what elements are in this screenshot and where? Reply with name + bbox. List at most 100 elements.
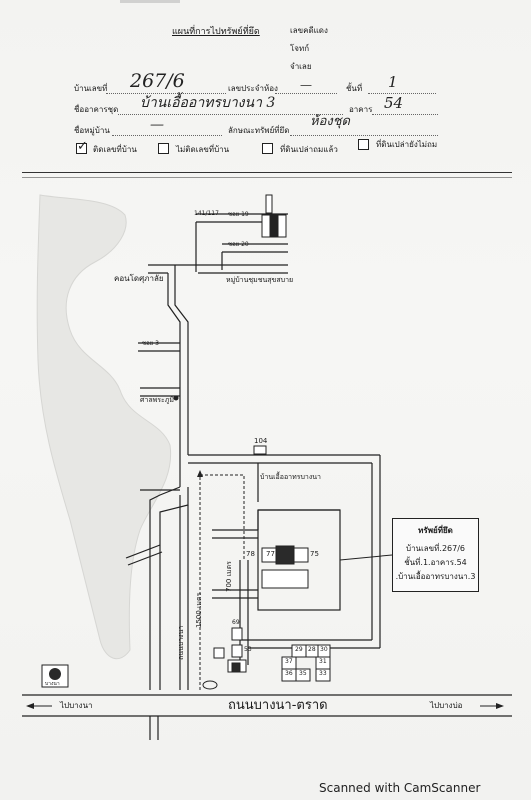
label-road-side: ถนนบางนา <box>177 625 185 660</box>
tax-id-line <box>275 93 337 94</box>
label-bld-28: 28 <box>308 646 316 653</box>
checkbox-no-house-number[interactable] <box>158 143 169 154</box>
house-no-label: บ้านเลขที่ <box>74 84 108 93</box>
info-leader-line <box>339 554 393 561</box>
building-line <box>118 114 343 115</box>
hatch-2 <box>127 551 163 566</box>
building-lower-box <box>261 569 309 589</box>
infobox-line1: บ้านเลขที่.267/6 <box>405 544 465 553</box>
main-road-left <box>167 273 181 487</box>
floor-line <box>368 93 436 94</box>
building-69-box <box>231 627 243 641</box>
building-top-b <box>269 214 279 238</box>
label-bld-29: 29 <box>295 646 303 653</box>
house-no-value: 267/6 <box>130 70 185 92</box>
label-bld-35: 35 <box>299 670 307 677</box>
village-label: ชื่อหมู่บ้าน <box>74 126 110 135</box>
building-top-a <box>261 214 271 238</box>
divider-second <box>22 177 512 178</box>
checkbox-label-has-number: ติดเลขที่บ้าน <box>93 145 137 154</box>
route-dashed <box>199 474 245 690</box>
label-condo: คอนโดศุภาลัย <box>114 274 164 283</box>
house-no-line <box>106 93 226 94</box>
building-top-d <box>265 194 273 214</box>
asset-type-line <box>290 135 438 136</box>
label-to-bangna: ไปบางนา <box>60 701 93 710</box>
label-dist-1500: 1500 เมตร <box>195 592 203 628</box>
checkbox-label-land-unfilled: ที่ดินเปล่ายังไม่ถม <box>376 140 438 149</box>
building-no-label: อาคาร <box>349 105 373 114</box>
label-shrine: ศาลพระภูมิ <box>140 396 175 404</box>
building-33-box <box>315 668 331 682</box>
label-main-road: ถนนบางนา-ตราด <box>228 698 328 713</box>
label-soi-20: ซอย 20 <box>228 241 249 248</box>
building-77-box <box>275 545 295 565</box>
label-logo-text: บางนา <box>45 681 60 687</box>
building-75-box <box>293 547 309 563</box>
label-bld-31: 31 <box>319 658 327 665</box>
label-plot-104: 104 <box>254 437 268 445</box>
infobox-line2: ชั้นที่.1.อาคาร.54 <box>404 558 467 567</box>
building-no-line <box>372 114 438 115</box>
lower-road-left <box>149 486 181 690</box>
building-label: ชื่ออาคารชุด <box>74 105 119 114</box>
label-bld-78: 78 <box>246 550 255 558</box>
tax-id-value: — <box>300 78 312 92</box>
arrow-left-head <box>26 703 34 709</box>
header-right-1: เลขคดีแดง <box>290 26 328 35</box>
building-top-c <box>277 214 287 238</box>
asset-type-value: ห้องชุด <box>310 114 350 129</box>
label-dist-700: 700 เมตร <box>225 561 233 592</box>
faint-coastline <box>36 194 172 660</box>
asset-type-label: ลักษณะทรัพย์ที่ยึด <box>228 126 290 135</box>
gate-symbol <box>202 680 218 690</box>
village-value: — <box>150 117 164 133</box>
label-bld-33: 33 <box>319 670 327 677</box>
check-mark: ✓ <box>77 139 88 154</box>
checkbox-label-no-number: ไม่ติดเลขที่บ้าน <box>176 145 230 154</box>
label-bld-53: 53 <box>244 646 252 653</box>
seized-asset-infobox: ทรัพย์ที่ยึด บ้านเลขที่.267/6 ชั้นที่.1.… <box>392 518 479 592</box>
building-35-box <box>295 668 311 682</box>
page-title: แผนที่การไปทรัพย์ที่ยึด <box>172 27 260 37</box>
logo-emblem <box>49 668 61 680</box>
checkbox-label-land-filled: ที่ดินเปล่าถมแล้ว <box>280 145 338 154</box>
building-no-value: 54 <box>384 94 404 112</box>
label-bld-36: 36 <box>285 670 293 677</box>
building-53-box <box>231 644 243 658</box>
village-line <box>112 135 222 136</box>
plot-104-box <box>253 445 267 455</box>
label-road-no: 141/117 <box>194 210 219 217</box>
main-road-right <box>174 265 189 455</box>
label-soi-19: ซอย 19 <box>228 211 249 218</box>
floor-label: ชั้นที่ <box>346 84 363 93</box>
label-bld-30: 30 <box>320 646 328 653</box>
divider-top <box>22 172 512 173</box>
label-soi-3: ซอย 3 <box>142 340 159 347</box>
label-village: หมู่บ้านชุมชนสุขสบาย <box>226 276 294 284</box>
hatch-1 <box>125 544 161 559</box>
checkbox-land-filled[interactable] <box>262 143 273 154</box>
infobox-title: ทรัพย์ที่ยึด <box>418 526 453 535</box>
building-small-left <box>213 647 225 659</box>
shrine-dot <box>173 395 179 401</box>
label-bld-37: 37 <box>285 658 293 665</box>
building-value: บ้านเอื้ออาทรบางนา 3 <box>140 95 276 111</box>
checkbox-land-unfilled[interactable] <box>358 139 369 150</box>
label-bld-77: 77 <box>266 550 275 558</box>
scanner-watermark: Scanned with CamScanner <box>319 781 481 795</box>
label-bld-69: 69 <box>232 619 240 626</box>
label-bld-75: 75 <box>310 550 319 558</box>
scan-remnant <box>120 0 180 3</box>
infobox-line3: .บ้านเอื้ออาทรบางนา.3 <box>395 572 476 581</box>
floor-value: 1 <box>388 73 398 91</box>
header-right-2: จำเลย <box>290 62 312 71</box>
building-gate-fill <box>231 662 241 673</box>
label-project: บ้านเอื้ออาทรบางนา <box>260 473 321 481</box>
header-right-3: โจทก์ <box>290 44 310 53</box>
label-to-bangbo: ไปบางบ่อ <box>430 701 463 710</box>
tax-id-label: เลขประจำห้อง <box>228 84 278 93</box>
checkbox-has-house-number[interactable] <box>76 143 87 154</box>
